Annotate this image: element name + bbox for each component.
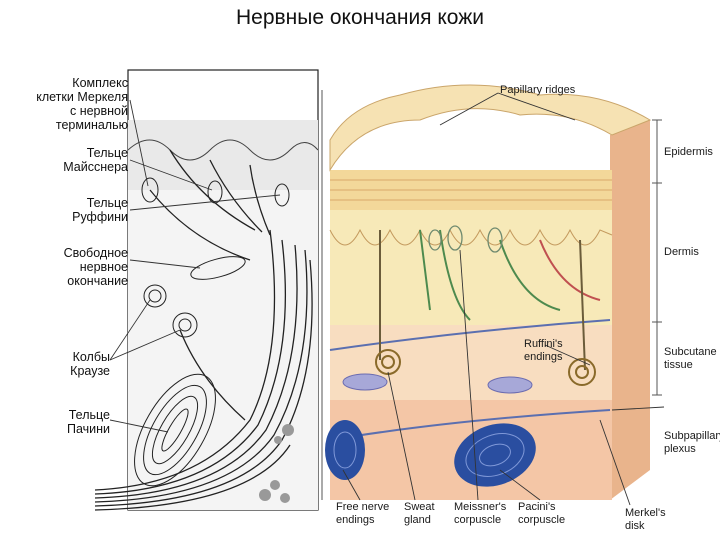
label-epidermis: Epidermis xyxy=(664,146,713,159)
ruffini-ending-1 xyxy=(343,374,387,390)
pacini-corpuscle-left xyxy=(325,420,365,480)
label-papillary-ridges: Papillary ridges xyxy=(500,84,575,97)
block-side xyxy=(610,120,650,500)
dermis-layer xyxy=(330,210,612,325)
layer-brackets xyxy=(652,120,662,395)
label-dermis: Dermis xyxy=(664,246,699,259)
ruffini-ending-2 xyxy=(488,377,532,393)
